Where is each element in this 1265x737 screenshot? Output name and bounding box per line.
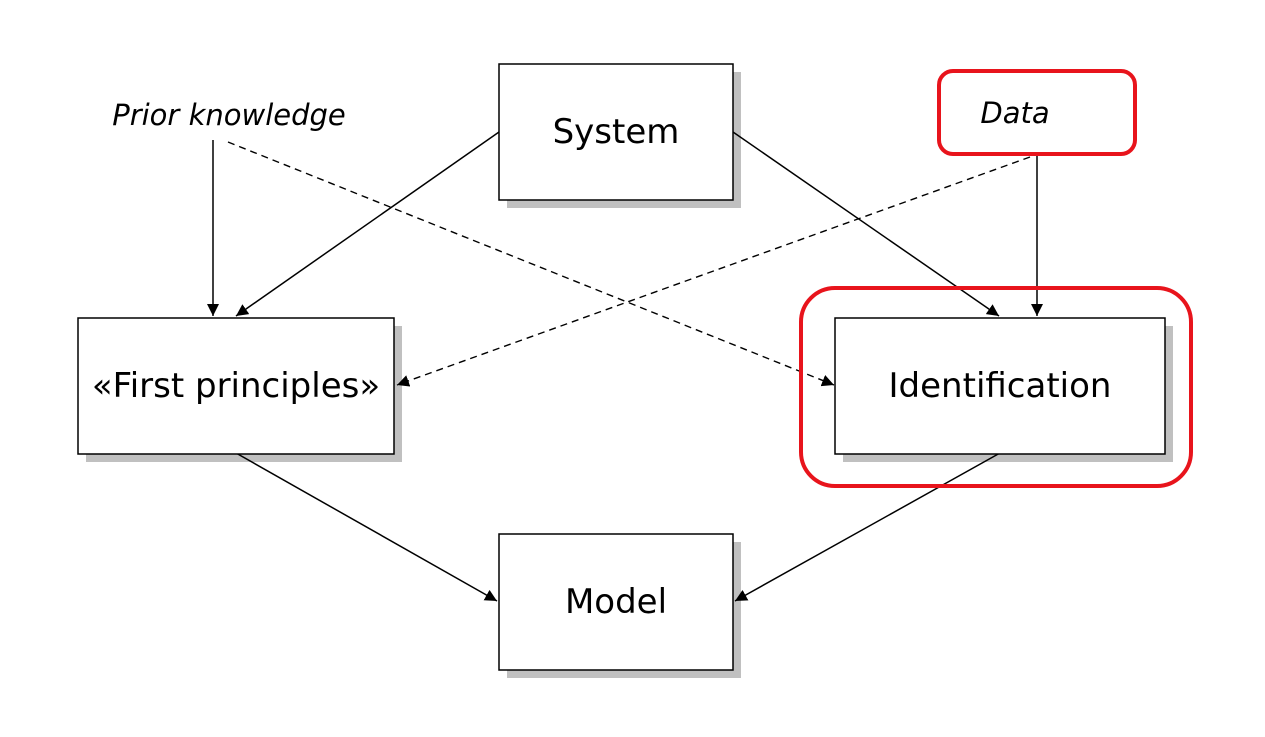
node-model-label: Model: [565, 582, 667, 622]
edges: [207, 131, 1043, 602]
node-model: Model: [498, 533, 734, 671]
highlight-identification-outline: [799, 286, 1193, 488]
node-model-box: [498, 533, 734, 671]
node-first-principles: «First principles»: [77, 317, 395, 455]
node-first-principles-box: [77, 317, 395, 455]
node-identification-box: [834, 317, 1166, 455]
node-first-principles-label: «First principles»: [92, 366, 380, 406]
edge-identification-to-model: [734, 452, 1001, 602]
node-system: System: [498, 63, 734, 201]
node-identification: Identification: [834, 317, 1166, 455]
node-identification-label: Identification: [889, 366, 1112, 406]
node-data-label: Data: [980, 96, 1049, 130]
edge-first-principles-to-model: [235, 452, 498, 602]
edge-prior-knowledge-to-identification-dashed: [227, 141, 835, 387]
node-prior-knowledge-label: Prior knowledge: [112, 98, 346, 132]
highlights: [799, 69, 1193, 488]
node-system-box: [498, 63, 734, 201]
edge-system-to-identification: [732, 131, 1000, 317]
edge-system-to-first-principles: [235, 131, 500, 317]
highlight-data-outline: [937, 69, 1137, 156]
edge-data-to-first-principles-dashed: [396, 156, 1031, 387]
node-system-label: System: [553, 112, 680, 152]
